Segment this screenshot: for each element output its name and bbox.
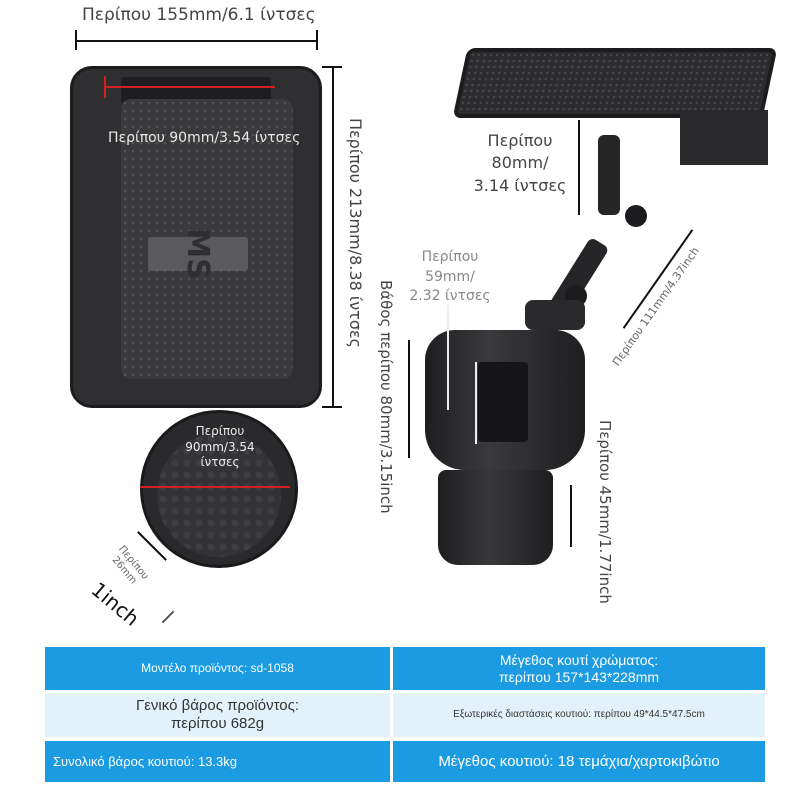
label-line: Περίπου — [487, 131, 553, 150]
label-line: περίπου 682g — [170, 715, 265, 732]
arm-joint — [525, 300, 585, 330]
base-height-label: Περίπου 45mm/1.77inch — [596, 420, 614, 604]
logo-text: MS — [180, 228, 216, 280]
height-label: Περίπου 213mm/8.38 ίντσες — [346, 118, 365, 348]
cup-holder-slot — [478, 362, 528, 442]
cup-holder-base — [438, 470, 553, 565]
arm-height-label: Περίπου 80mm/ 3.14 ίντσες — [470, 130, 570, 197]
vertical-arm — [598, 135, 620, 215]
width-label: Περίπου 155mm/6.1 ίντσες — [82, 5, 316, 25]
tray-side — [680, 110, 768, 165]
width-measure-line — [75, 40, 318, 42]
slot-label: Περίπου 26mm — [106, 544, 151, 591]
height-measure-line — [332, 66, 334, 408]
measure-tick — [322, 406, 342, 408]
ms-logo: MS — [148, 228, 248, 280]
label-line: περίπου 157*143*228mm — [498, 668, 660, 685]
measure-tick — [322, 66, 342, 68]
red-tick — [104, 76, 106, 98]
measure-tick — [316, 30, 318, 50]
depth-label: Βάθος περίπου 80mm/3.15inch — [377, 280, 395, 514]
cup-adapter-base — [140, 410, 298, 568]
base-width-label: Περίπου 90mm/3.54 ίντσες — [160, 424, 280, 471]
phone-tray: MS — [70, 66, 322, 408]
base-height-line — [570, 485, 572, 547]
red-measure-base — [140, 486, 290, 488]
label-line: 59mm/ — [425, 268, 475, 285]
knob — [625, 205, 647, 227]
upper-tray — [452, 48, 778, 118]
spec-total-weight: Συνολικό βάρος κουτιού: 13.3kg — [45, 741, 390, 782]
red-measure-top — [105, 86, 275, 88]
tray-slot — [121, 77, 271, 103]
arm-height-line — [578, 120, 580, 215]
spec-color-box: Μέγεθος κουτί χρώματος: περίπου 157*143*… — [393, 647, 765, 690]
slot-measure-white — [475, 362, 477, 444]
spec-outer-box: Εξωτερικές διαστάσεις κουτιού: περίπου 4… — [393, 693, 765, 737]
label-line: Γενικό βάρος προϊόντος: — [135, 697, 300, 714]
spec-box-size: Μέγεθος κουτιού: 18 τεμάχια/χαρτοκιβώτιο — [393, 741, 765, 782]
label-line: 2.32 ίντσες — [409, 288, 491, 305]
spec-gross-weight: Γενικό βάρος προϊόντος: περίπου 682g — [45, 693, 390, 737]
depth-measure-line — [408, 340, 410, 458]
label-line: Περίπου — [195, 424, 245, 438]
cup-pointer-line — [447, 305, 449, 410]
cup-diameter-label: Περίπου 59mm/ 2.32 ίντσες — [400, 248, 500, 307]
label-line: ίντσες — [200, 455, 240, 470]
hex-pad — [157, 433, 281, 557]
tick-mark — [161, 610, 175, 624]
label-line: 90mm/3.54 — [185, 439, 255, 454]
label-line: 3.14 ίντσες — [473, 175, 567, 195]
arm-length-label: Περίπου 111mm/4.37inch — [609, 244, 702, 369]
label-line: Περίπου — [421, 249, 479, 265]
label-line: 80mm/ — [491, 153, 549, 173]
label-line: Μέγεθος κουτί χρώματος: — [499, 651, 659, 668]
measure-tick — [75, 30, 77, 50]
inner-width-label: Περίπου 90mm/3.54 ίντσες — [108, 130, 301, 146]
spec-model: Μοντέλο προϊόντος: sd-1058 — [45, 647, 390, 690]
